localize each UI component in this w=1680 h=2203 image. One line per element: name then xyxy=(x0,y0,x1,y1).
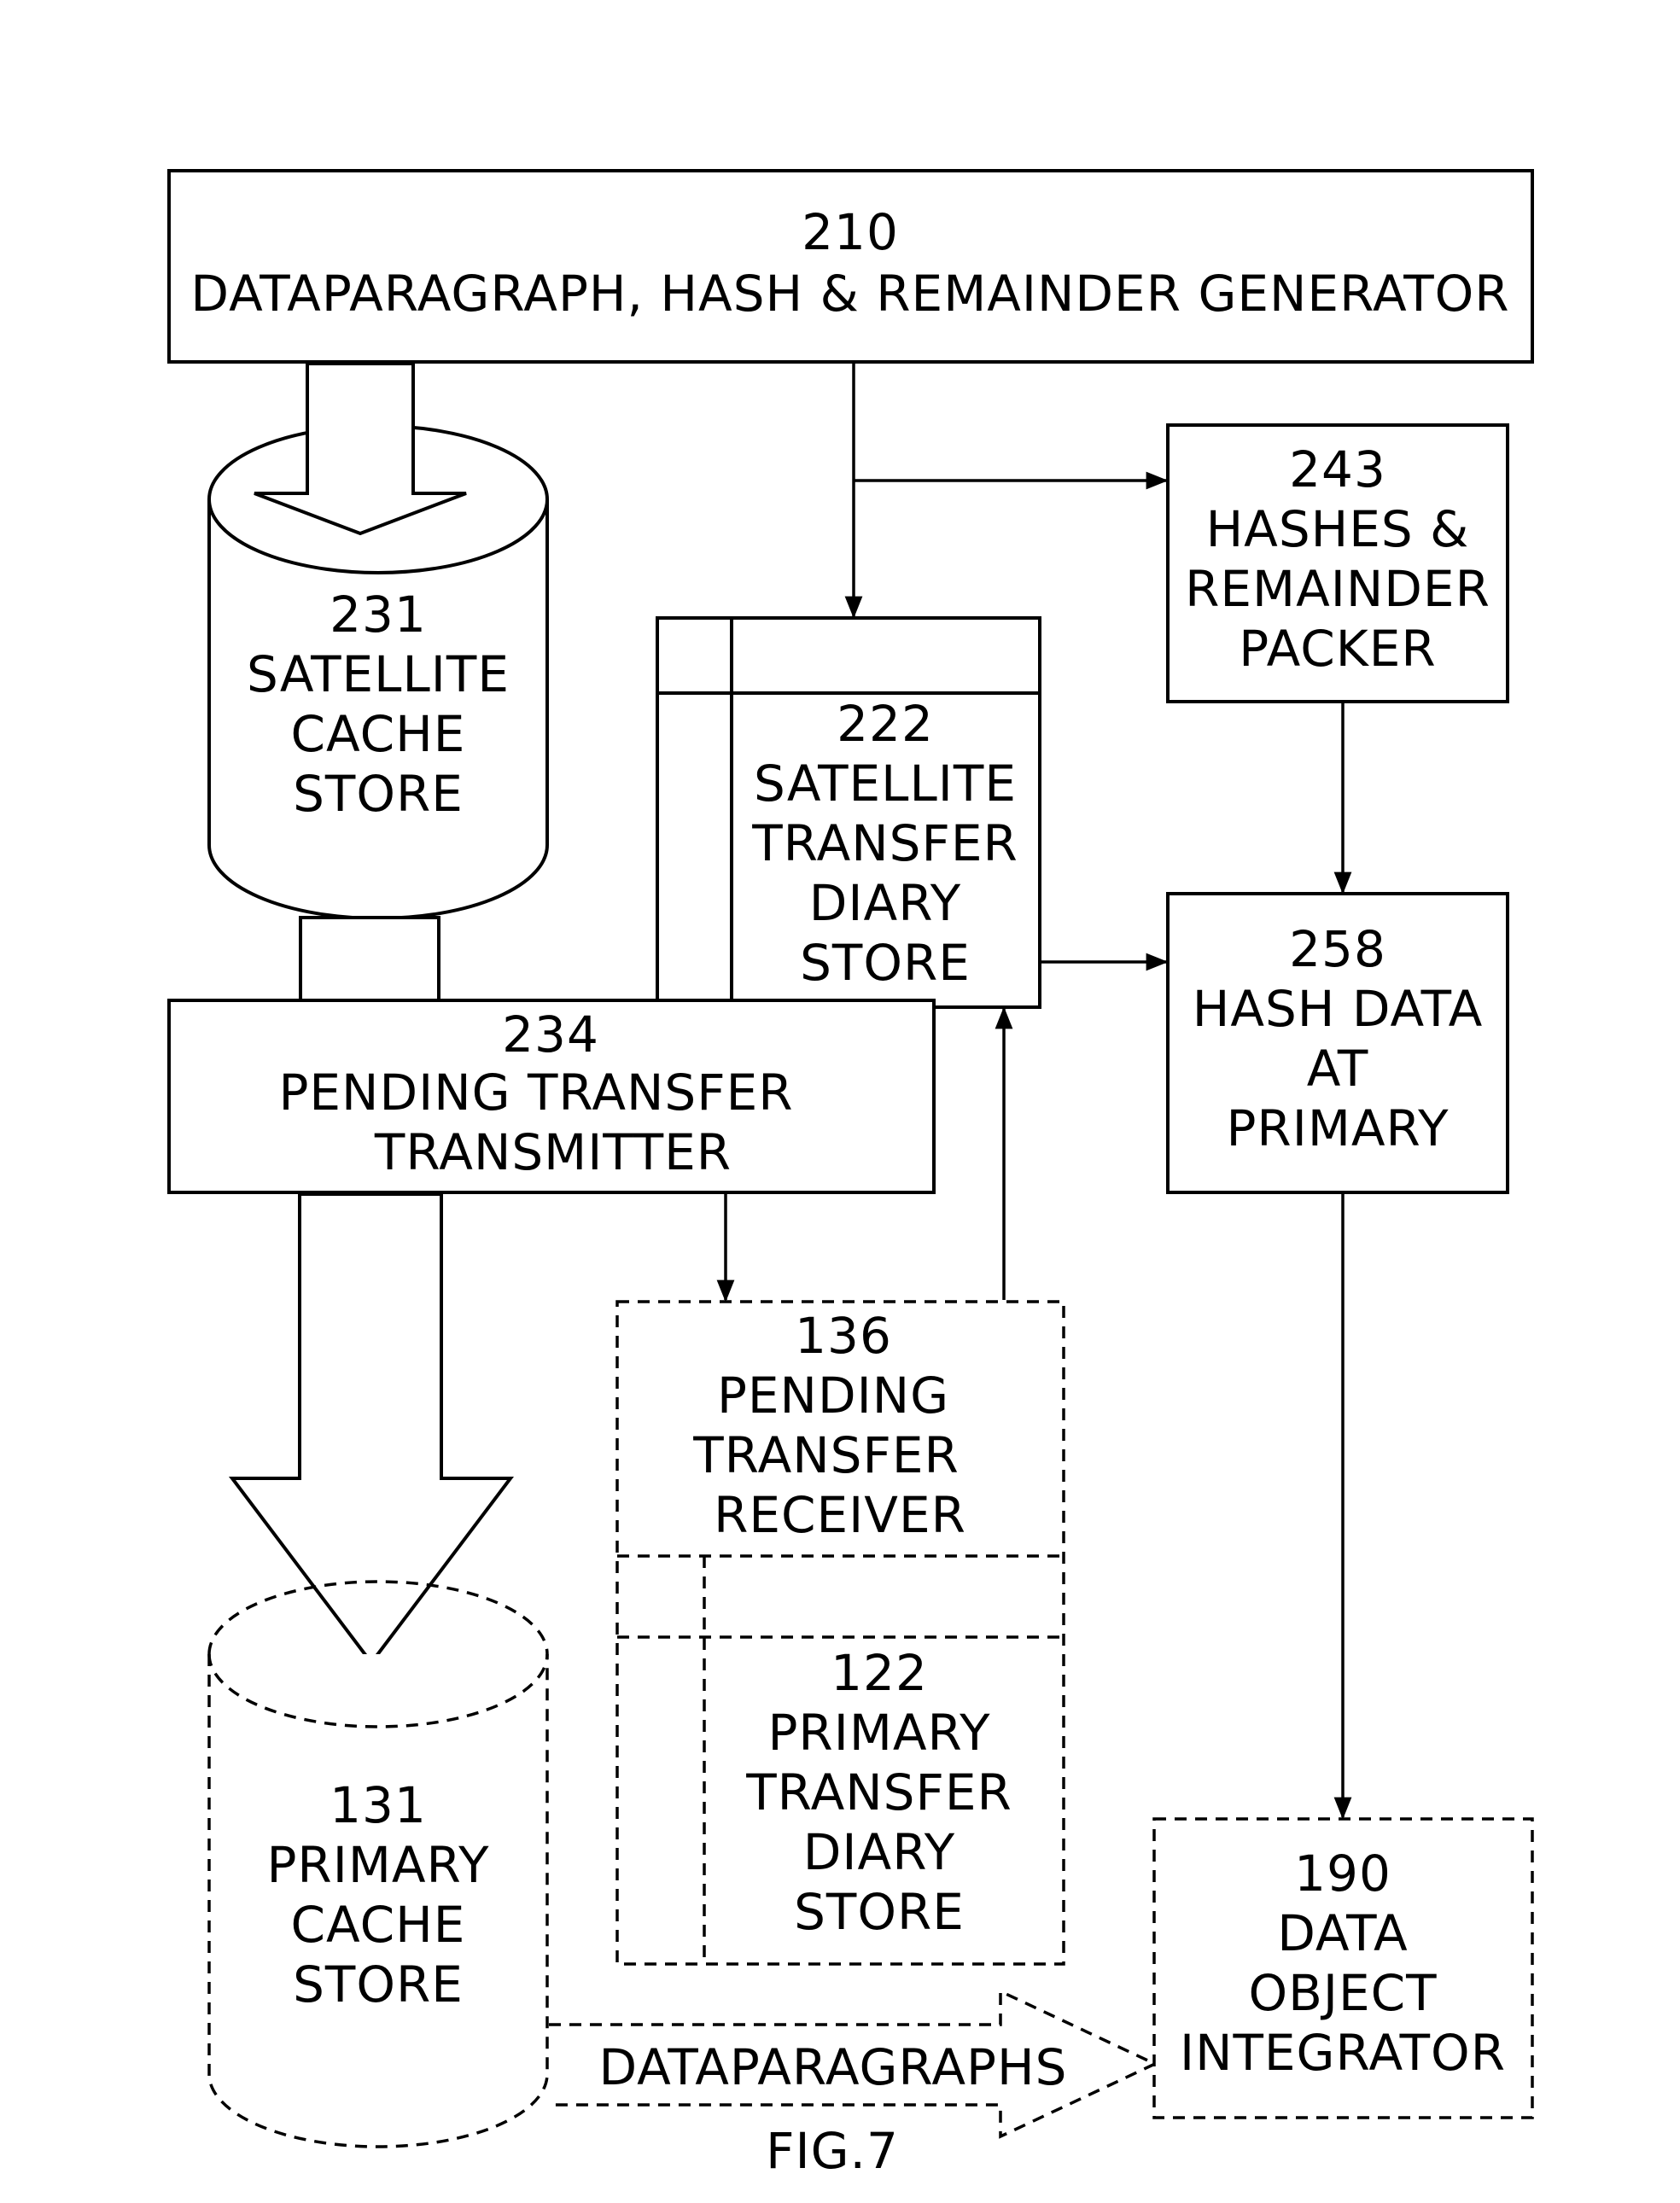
integrator-line-2: OBJECT xyxy=(1248,1964,1437,2022)
satellite-cache-line-2: CACHE xyxy=(291,705,466,763)
hash-data-block: 258 HASH DATA AT PRIMARY xyxy=(1168,894,1508,1192)
satellite-diary-line-4: STORE xyxy=(800,934,971,992)
primary-diary-line-4: STORE xyxy=(794,1883,965,1941)
primary-cache-line-1: PRIMARY xyxy=(266,1836,489,1894)
satellite-cache-line-3: STORE xyxy=(293,765,464,823)
integrator-block: 190 DATA OBJECT INTEGRATOR xyxy=(1154,1819,1532,2118)
transmitter-block: 234 PENDING TRANSFER TRANSMITTER xyxy=(169,1000,934,1192)
primary-cache-line-3: STORE xyxy=(293,1955,464,2014)
transmitter-number: 234 xyxy=(502,1005,599,1064)
hash-packer-number: 243 xyxy=(1289,440,1386,498)
primary-diary-line-1: PRIMARY xyxy=(767,1704,990,1762)
integrator-number: 190 xyxy=(1294,1845,1391,1903)
primary-diary-line-3: DIARY xyxy=(803,1823,955,1881)
hash-packer-line-2: REMAINDER xyxy=(1185,560,1490,618)
figure-label: FIG.7 xyxy=(766,2122,899,2180)
receiver-line-3: RECEIVER xyxy=(714,1486,966,1544)
receiver-line-2: TRANSFER xyxy=(692,1426,960,1484)
primary-diary-number: 122 xyxy=(831,1644,928,1702)
generator-label: DATAPARAGRAPH, HASH & REMAINDER GENERATO… xyxy=(190,265,1509,323)
satellite-diary-block: 222 SATELLITE TRANSFER DIARY STORE xyxy=(657,618,1040,1007)
satellite-diary-line-2: TRANSFER xyxy=(751,814,1018,872)
primary-diary-line-2: TRANSFER xyxy=(745,1763,1012,1821)
primary-cache-cylinder: 131 PRIMARY CACHE STORE xyxy=(209,1582,547,2147)
hash-data-line-3: PRIMARY xyxy=(1226,1099,1449,1157)
dataparagraphs-arrow: DATAPARAGRAPHS xyxy=(549,1991,1155,2136)
hash-data-line-2: AT xyxy=(1307,1040,1369,1098)
satellite-cache-line-1: SATELLITE xyxy=(247,645,510,703)
integrator-line-3: INTEGRATOR xyxy=(1180,2024,1506,2082)
satellite-diary-line-3: DIARY xyxy=(809,874,961,932)
satellite-diary-number: 222 xyxy=(837,695,934,753)
hash-packer-block: 243 HASHES & REMAINDER PACKER xyxy=(1168,425,1508,702)
dataparagraphs-label: DATAPARAGRAPHS xyxy=(599,2038,1068,2096)
satellite-cache-number: 231 xyxy=(330,586,427,644)
receiver-number: 136 xyxy=(795,1307,892,1365)
hash-data-number: 258 xyxy=(1289,920,1386,978)
receiver-line-1: PENDING xyxy=(717,1367,949,1425)
hash-data-line-1: HASH DATA xyxy=(1193,980,1484,1038)
satellite-diary-line-1: SATELLITE xyxy=(754,755,1017,813)
primary-cache-line-2: CACHE xyxy=(291,1896,466,1954)
hash-packer-line-1: HASHES & xyxy=(1206,500,1470,558)
integrator-line-1: DATA xyxy=(1277,1904,1408,1962)
transmitter-line-1: PENDING TRANSFER xyxy=(278,1064,793,1122)
generator-block: 210 DATAPARAGRAPH, HASH & REMAINDER GENE… xyxy=(169,171,1532,362)
primary-cache-number: 131 xyxy=(330,1776,427,1834)
generator-number: 210 xyxy=(802,203,899,261)
transmitter-line-2: TRANSMITTER xyxy=(374,1123,732,1181)
hash-packer-line-3: PACKER xyxy=(1239,620,1436,678)
